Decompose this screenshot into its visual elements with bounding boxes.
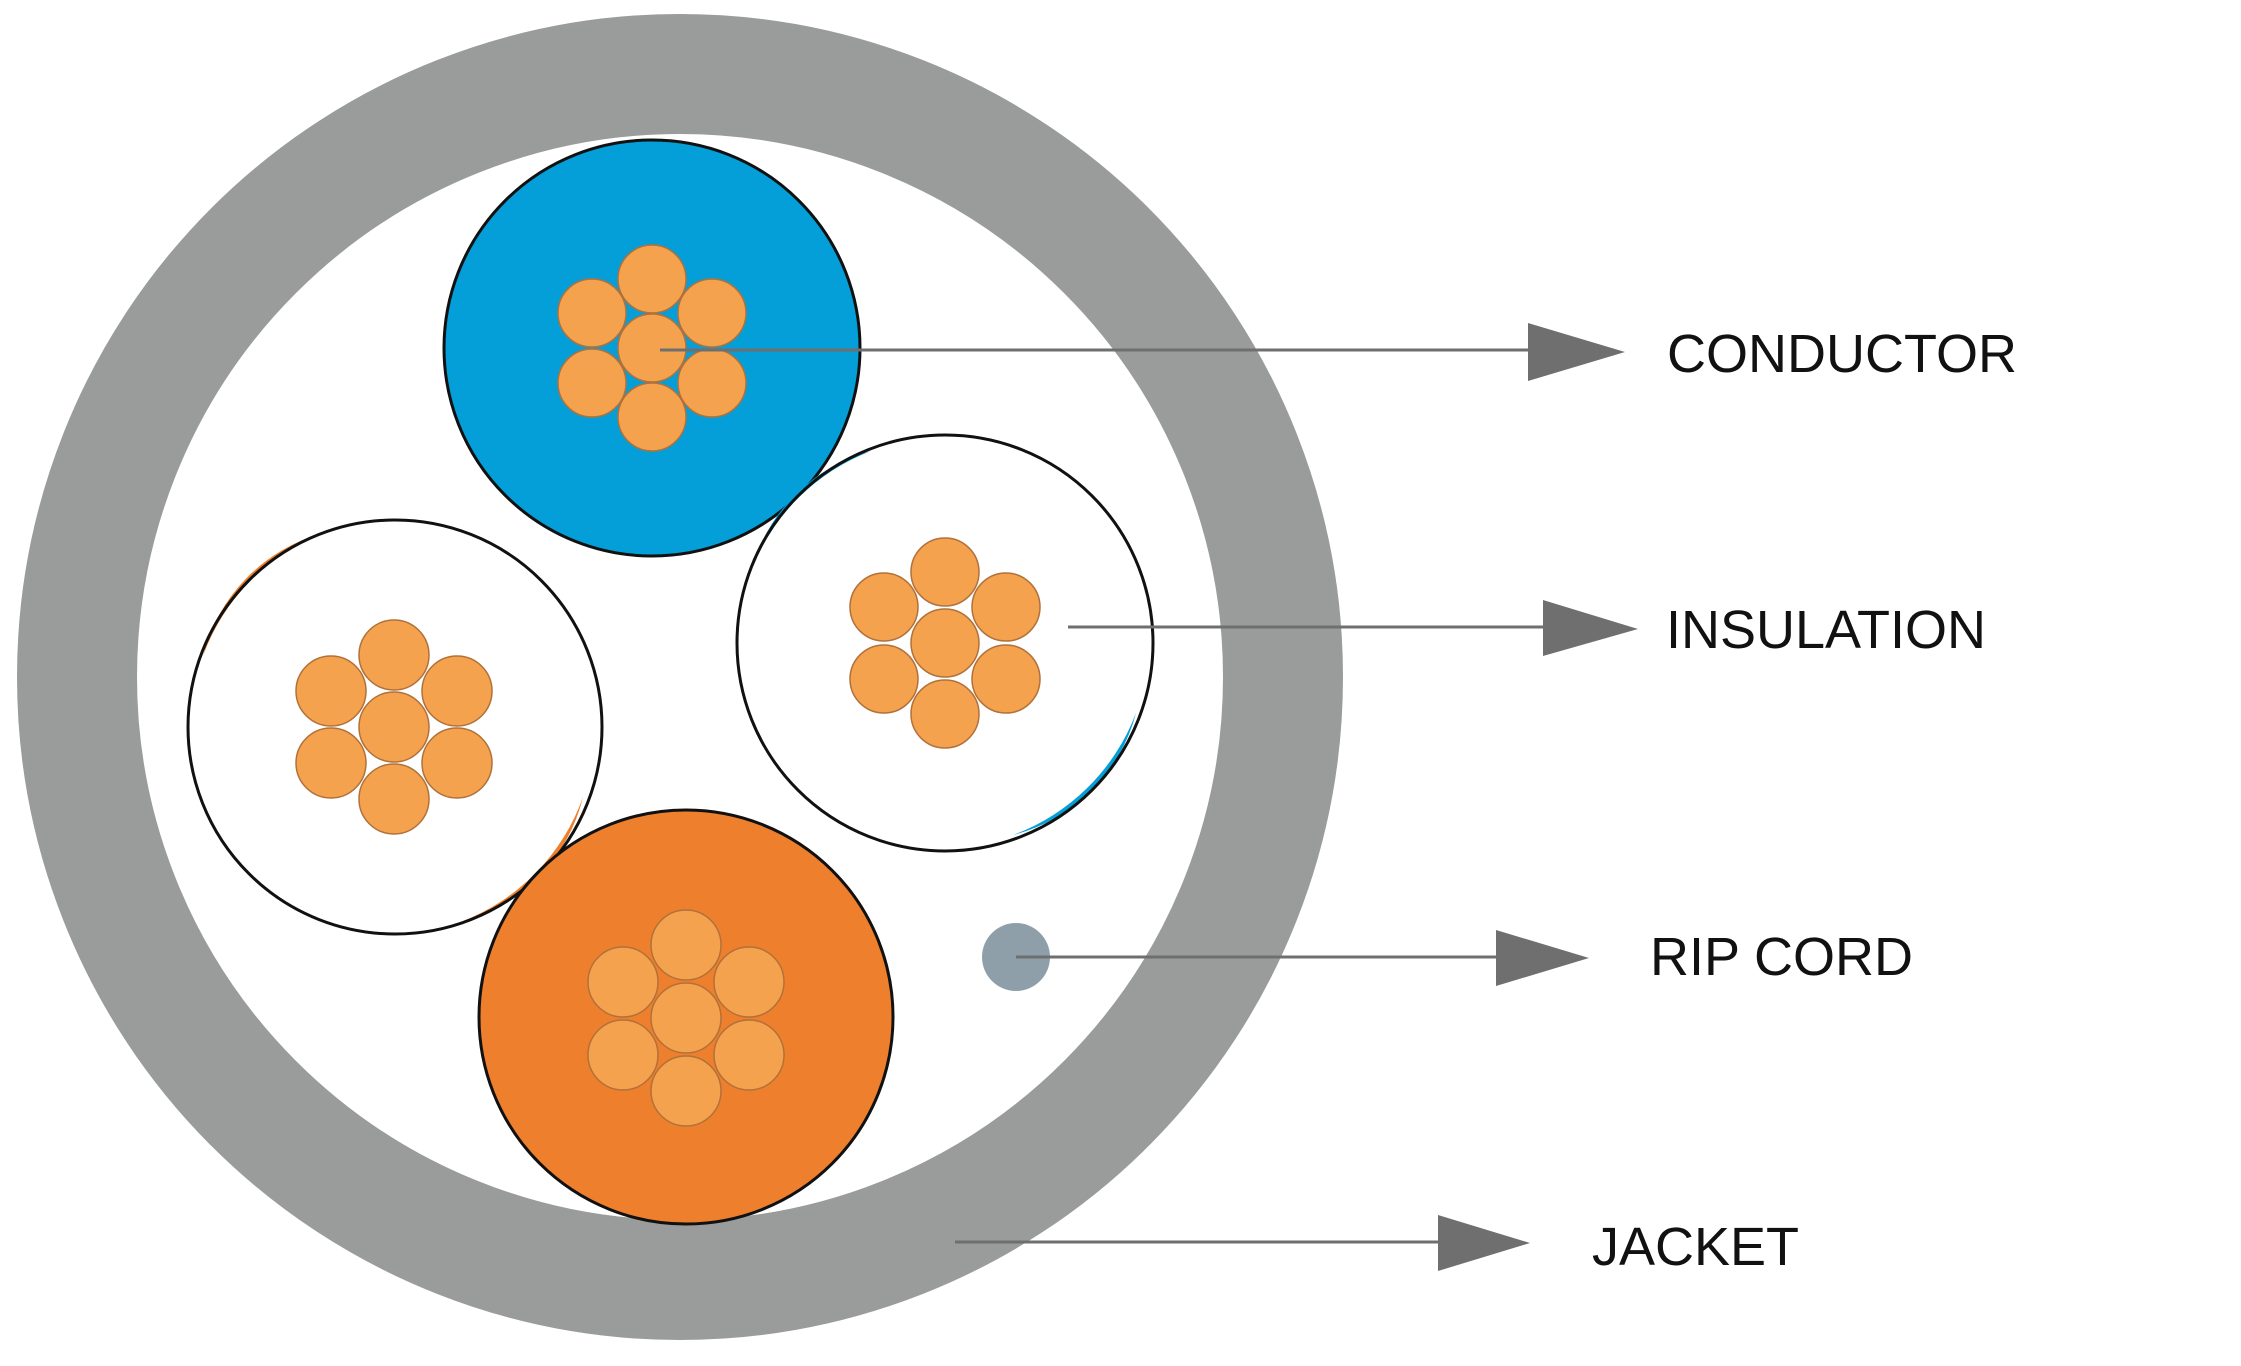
conductor-strand [713, 946, 785, 1018]
conductor-strand [650, 909, 722, 981]
rip-cord-arrowhead [1496, 930, 1589, 986]
conductor-strand [421, 655, 493, 727]
conductor-strand [557, 278, 627, 348]
jacket-callout: JACKET [955, 1215, 1799, 1277]
white-orange-outline [186, 518, 604, 936]
insulation-arrowhead [1543, 600, 1638, 656]
rip-cord-callout: RIP CORD [1016, 927, 1913, 987]
conductor-strand [849, 644, 919, 714]
white-blue-wire-strands [849, 537, 1041, 749]
jacket-ring [17, 14, 1343, 1340]
conductor-strand [677, 278, 747, 348]
insulation-label: INSULATION [1666, 600, 1986, 660]
conductor-strand [910, 537, 980, 607]
conductor-strand [677, 348, 747, 418]
white-orange-wire [186, 518, 604, 936]
conductor-strand [713, 1019, 785, 1091]
conductor-strand [295, 727, 367, 799]
conductor-strand [421, 727, 493, 799]
rip-cord-label: RIP CORD [1650, 927, 1913, 987]
insulation-callout: INSULATION [1068, 600, 1986, 660]
conductor-strand [617, 313, 687, 383]
conductor-strand [650, 1055, 722, 1127]
jacket-arrowhead [1438, 1215, 1530, 1271]
blue-wire [442, 138, 862, 558]
conductor-strand [587, 1019, 659, 1091]
conductor-strand [557, 348, 627, 418]
conductor-strand [358, 763, 430, 835]
conductor-strand [849, 572, 919, 642]
conductor-strand [910, 679, 980, 749]
conductor-strand [358, 691, 430, 763]
conductor-strand [617, 244, 687, 314]
conductor-strand [971, 644, 1041, 714]
orange-wire [477, 808, 895, 1226]
conductor-strand [587, 946, 659, 1018]
white-orange-wire-strands [295, 619, 493, 835]
conductor-strand [650, 982, 722, 1054]
white-blue-wire [735, 433, 1155, 853]
conductor-strand [910, 608, 980, 678]
jacket-label: JACKET [1592, 1217, 1799, 1277]
conductor-strand [617, 382, 687, 452]
orange-wire-strands [587, 909, 785, 1127]
conductor-callout: CONDUCTOR [660, 323, 2017, 384]
white-blue-outline [735, 433, 1155, 853]
conductor-strand [358, 619, 430, 691]
conductor-label: CONDUCTOR [1667, 324, 2017, 384]
conductor-strand [971, 572, 1041, 642]
conductor-strand [295, 655, 367, 727]
blue-wire-strands [557, 244, 747, 452]
conductor-arrowhead [1528, 323, 1625, 381]
